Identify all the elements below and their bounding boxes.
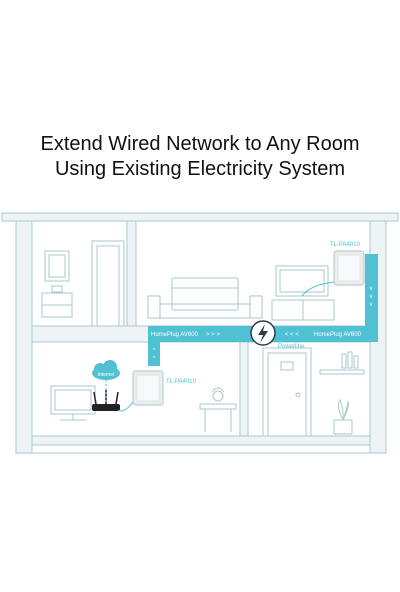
- door-knob: [295, 392, 301, 398]
- adapter-bottom: TL-PA4010: [117, 370, 197, 412]
- homeplug-right-label: HomePlug AV600: [314, 332, 362, 338]
- plant-pot: [212, 390, 224, 402]
- internet-label: Internet: [98, 372, 116, 378]
- up-chevron-2: ^: [153, 356, 156, 362]
- door-window: [280, 361, 294, 371]
- lower-right-room: [262, 347, 365, 437]
- headline-line-1: Extend Wired Network to Any Room: [40, 133, 360, 155]
- entry-door: [262, 347, 312, 437]
- headline-line-2: Using Existing Electricity System: [54, 158, 346, 180]
- nightstand-left: [147, 295, 161, 319]
- plant-pot-right: [333, 419, 353, 435]
- mirror: [44, 250, 70, 282]
- down-chevron-1: v: [370, 286, 373, 292]
- side-table: [199, 403, 237, 410]
- sink-tap: [51, 285, 63, 293]
- powerline-icon: Powerline: [250, 320, 305, 350]
- homeplug-left-label: HomePlug AV600: [151, 332, 199, 338]
- powerline-band-right-riser: [365, 254, 378, 342]
- right-chevrons: < < <: [285, 332, 299, 338]
- powerline-label: Powerline: [278, 344, 305, 350]
- headboard: [171, 277, 239, 311]
- bed: [159, 303, 251, 319]
- adapter-top: TL-PA4010: [301, 242, 365, 297]
- roof: [1, 212, 399, 222]
- up-chevron-1: ^: [153, 348, 156, 354]
- internet-cloud: Internet: [92, 360, 120, 404]
- powerline-band-left-drop: [148, 326, 160, 366]
- nightstand-right: [249, 295, 263, 319]
- lower-left-room: [50, 385, 96, 421]
- left-chevrons: > > >: [206, 332, 220, 338]
- bedroom: [147, 277, 263, 319]
- mirror-inner: [48, 254, 66, 278]
- living-room-upper: [271, 265, 335, 321]
- bathroom: [41, 240, 125, 327]
- adapter-bottom-label: TL-PA4010: [166, 379, 197, 385]
- headline: Extend Wired Network to Any Room Using E…: [0, 132, 400, 182]
- shelf: [319, 369, 365, 375]
- dining-area: [199, 387, 237, 432]
- adapter-top-label: TL-PA4010: [330, 242, 361, 248]
- down-chevron-3: v: [370, 302, 373, 308]
- down-chevron-2: v: [370, 294, 373, 300]
